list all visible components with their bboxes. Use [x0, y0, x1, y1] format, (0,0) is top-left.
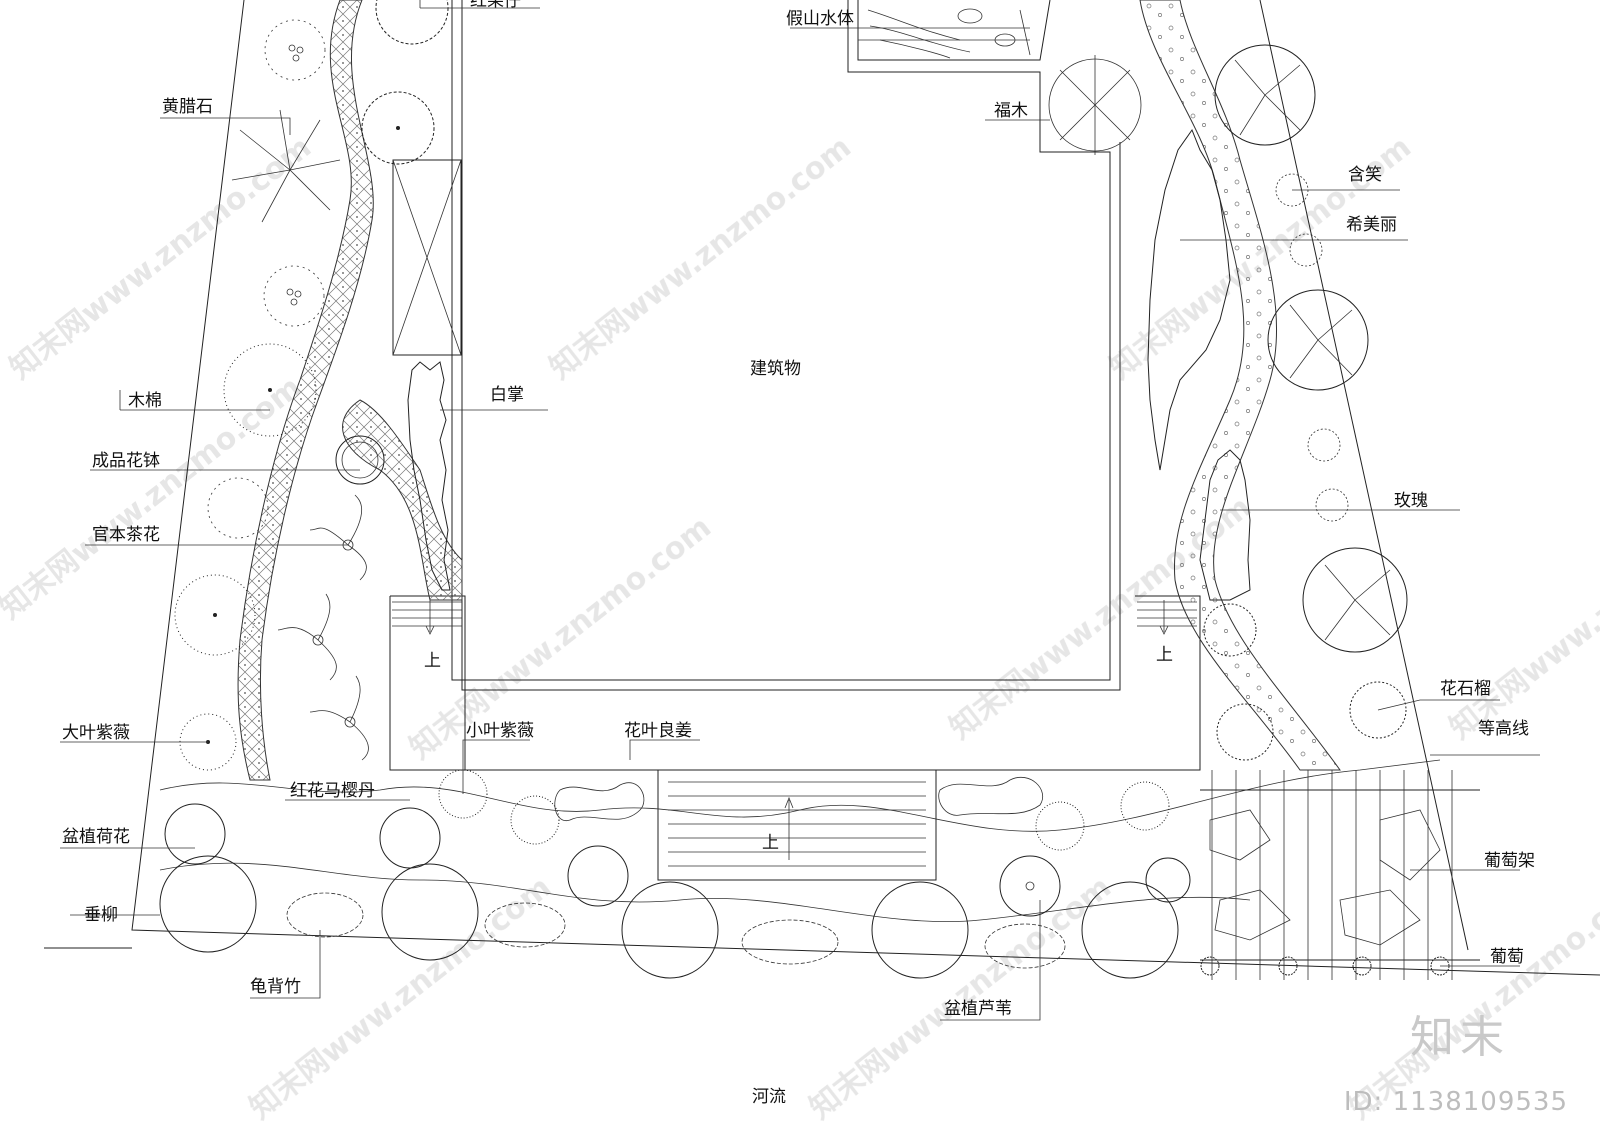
- label-up-right: 上: [1156, 645, 1173, 665]
- tree-mumian-top: [375, 0, 449, 45]
- labels: 红果仔 假山水体 福木 黄腊石 木棉 成品花钵 官本茶花 白掌 建筑物 含笑 希…: [62, 0, 1535, 1107]
- label-small-lagerstroemia: 小叶紫薇: [466, 721, 534, 741]
- svg-text:知末网www.znzmo.com: 知末网www.znzmo.com: [543, 130, 858, 387]
- flower-pot: [335, 435, 385, 485]
- label-fumu: 福木: [994, 101, 1028, 121]
- label-lantana: 红花马樱丹: [290, 781, 375, 801]
- tree-fumu: [1048, 55, 1142, 155]
- shrub-dotted-2: [263, 265, 325, 327]
- camellia-2: [277, 593, 337, 681]
- camellia-1: [309, 494, 367, 581]
- svg-text:知末网www.znzmo.com: 知末网www.znzmo.com: [3, 130, 318, 387]
- building: [389, 0, 1201, 881]
- tree-round-3: [1302, 547, 1408, 653]
- willow-trees: [159, 855, 1179, 979]
- tree-huanglashi-round: [361, 91, 435, 165]
- label-pot: 成品花钵: [92, 451, 160, 471]
- monstera-clumps: [286, 892, 1066, 969]
- leader-lines: [60, 0, 1540, 1021]
- shrub-spiky-right-2: [1216, 703, 1274, 761]
- label-up-left: 上: [424, 651, 441, 671]
- label-monstera: 龟背竹: [250, 977, 301, 997]
- label-top-cut: 红果仔: [470, 0, 521, 11]
- label-baizhang: 白掌: [490, 385, 524, 405]
- label-pomegranate: 花石榴: [1440, 679, 1491, 699]
- label-reed-pot: 盆植芦苇: [944, 999, 1012, 1019]
- svg-text:知末网www.znzmo.com: 知末网www.znzmo.com: [1443, 490, 1600, 747]
- label-willow: 垂柳: [84, 905, 118, 925]
- shrub-spiky-right: [1203, 603, 1257, 657]
- label-alpinia: 花叶良姜: [624, 721, 692, 741]
- shrub-rose: [1315, 488, 1349, 522]
- small-lagerstroemia: [438, 769, 1170, 851]
- camellia-3: [309, 675, 369, 761]
- tree-round-2: [1267, 289, 1369, 391]
- shrub-dotted-1: [264, 19, 326, 81]
- label-rockery: 假山水体: [786, 9, 854, 29]
- id-watermark: ID: 1138109535: [1343, 1087, 1568, 1117]
- lotus-pots: [164, 803, 629, 907]
- garden-path-right: [1139, 0, 1341, 771]
- label-hanxiao: 含笑: [1348, 165, 1382, 185]
- grape-trellis: [1200, 770, 1480, 980]
- label-river: 河流: [752, 1087, 786, 1107]
- label-grape-trellis: 葡萄架: [1484, 851, 1535, 871]
- label-ximeili: 希美丽: [1346, 215, 1397, 235]
- label-huanglashi: 黄腊石: [162, 97, 213, 117]
- tree-pomegranate: [1349, 681, 1407, 739]
- paving-strip: [237, 0, 463, 781]
- label-contour: 等高线: [1478, 719, 1529, 739]
- shrub-ximeili: [1289, 233, 1323, 267]
- tree-spiky: [174, 574, 256, 656]
- palm-tree: [231, 109, 341, 223]
- watermark-layer: 知末网www.znzmo.com 知末网www.znzmo.com 知末网www…: [0, 130, 1600, 1127]
- alpinia-bed: [554, 776, 1043, 821]
- site-boundary: [44, 0, 1600, 976]
- label-rose: 玫瑰: [1394, 491, 1428, 511]
- contour-lines: [159, 759, 1441, 923]
- label-mumian: 木棉: [128, 391, 162, 411]
- hedges: [407, 128, 1251, 601]
- shrub-small-1: [1307, 428, 1341, 462]
- label-building: 建筑物: [750, 359, 801, 379]
- label-camellia: 官本茶花: [92, 525, 160, 545]
- reed-pots: [999, 855, 1191, 917]
- label-lotus-pot: 盆植荷花: [62, 827, 130, 847]
- tree-mumian: [223, 343, 317, 437]
- shrub-dotted-3: [207, 477, 269, 539]
- label-grape: 葡萄: [1490, 947, 1524, 967]
- label-up-center: 上: [762, 833, 779, 853]
- rockery-water: [857, 0, 1051, 61]
- label-big-lagerstroemia: 大叶紫薇: [62, 723, 130, 743]
- brand-watermark: 知末: [1410, 1012, 1510, 1063]
- tree-round-1: [1214, 44, 1316, 146]
